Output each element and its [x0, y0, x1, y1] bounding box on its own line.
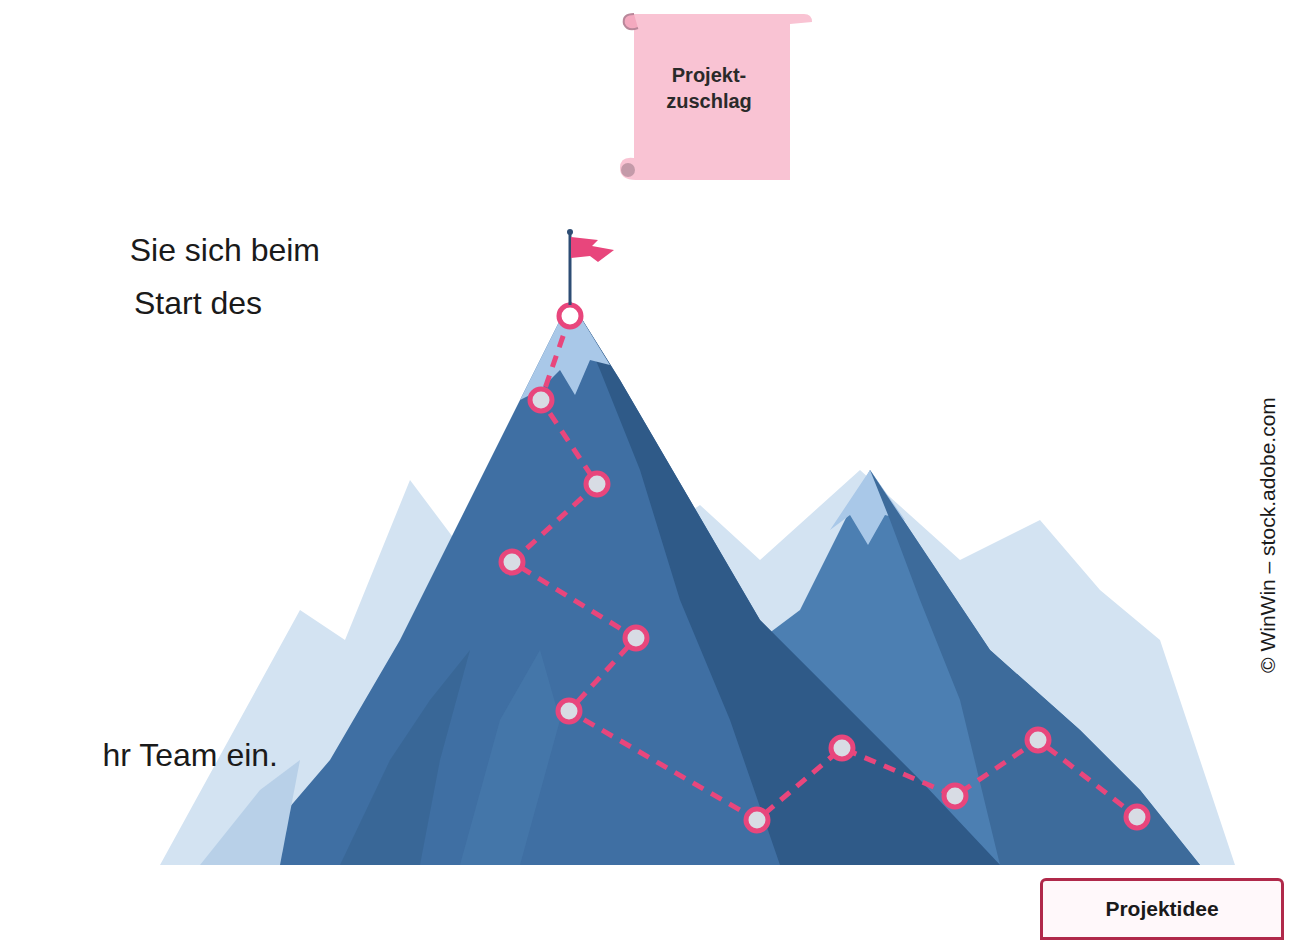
goal-box: Projektidee — [1040, 878, 1284, 940]
copyright-note: © WinWin – stock.adobe.com — [1256, 397, 1280, 673]
box-text: Projektidee — [1105, 896, 1218, 921]
body-text: Sie sich beim — [130, 232, 320, 269]
body-text: hr Team ein. — [103, 737, 279, 774]
body-text: Start des — [134, 285, 262, 322]
scroll-banner: Projekt- zuschlag — [612, 4, 812, 192]
scroll-text: Projekt- zuschlag — [659, 62, 759, 114]
